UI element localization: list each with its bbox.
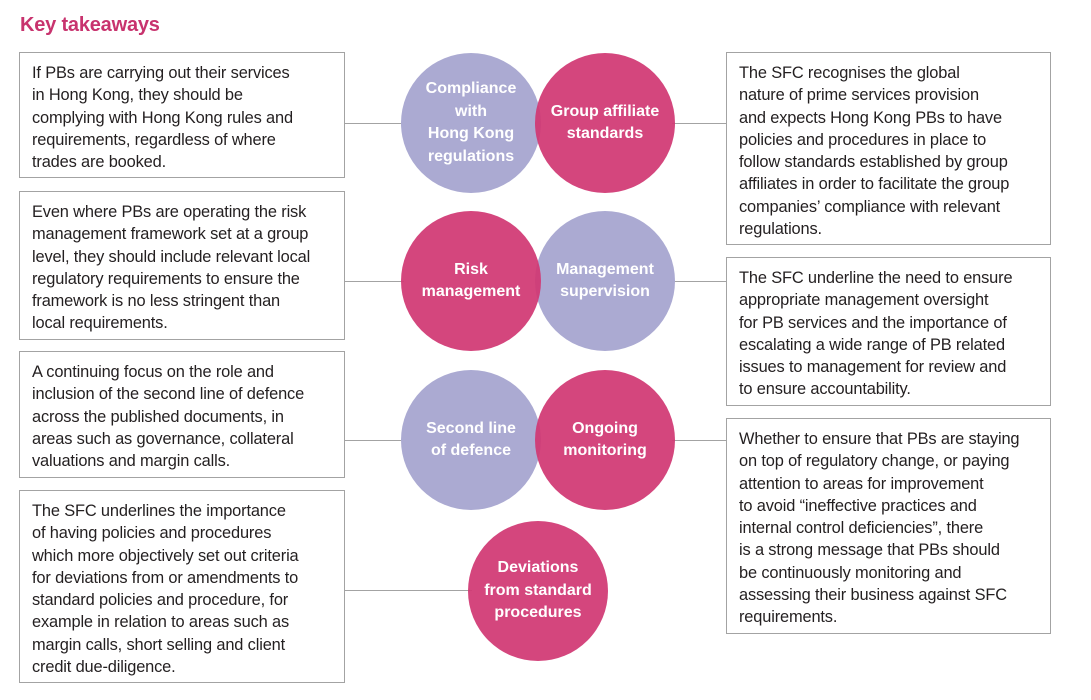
circle-label-line: Compliance bbox=[425, 80, 517, 97]
box-text-line: affiliates in order to facilitate the gr… bbox=[739, 175, 1010, 194]
page-title: Key takeaways bbox=[20, 14, 160, 36]
circle-deviations-standard-procedures: Deviations from standard procedures bbox=[468, 521, 608, 661]
box-text-line: to ensure accountability. bbox=[739, 380, 911, 399]
box-text-line: The SFC underline the need to ensure bbox=[739, 269, 1013, 287]
box-text-line: which more objectively set out criteria bbox=[32, 546, 299, 565]
box-text-line: framework is no less stringent than bbox=[32, 292, 281, 311]
circle-label-line: from standard bbox=[484, 581, 592, 599]
box-text-line: standard policies and procedure, for bbox=[32, 591, 289, 610]
box-text-line: local requirements. bbox=[32, 314, 168, 333]
box-text-line: If PBs are carrying out their services bbox=[32, 64, 290, 82]
circle-label-line: standards bbox=[566, 125, 644, 142]
box-text-line: credit due-diligence. bbox=[32, 658, 176, 677]
box-text-line: management framework set at a group bbox=[32, 225, 309, 244]
box-text-line: nature of prime services provision bbox=[739, 86, 979, 105]
box-text-line: companies’ compliance with relevant bbox=[739, 197, 1001, 216]
box-text-line: on top of regulatory change, or paying bbox=[739, 452, 1010, 471]
box-text-line: escalating a wide range of PB related bbox=[739, 335, 1005, 354]
circle-label-line: Ongoing bbox=[572, 419, 638, 437]
box-text-line: margin calls, short selling and client bbox=[32, 635, 286, 654]
circle-label-line: Hong Kong bbox=[427, 125, 515, 142]
takeaway-box-second-line-of-defence: A continuing focus on the role and inclu… bbox=[19, 351, 345, 478]
circle-label-line: with bbox=[455, 102, 487, 120]
circle-label-line: Risk bbox=[454, 260, 488, 278]
takeaway-box-hong-kong-compliance: If PBs are carrying out their services i… bbox=[19, 52, 345, 178]
box-text-line: The SFC underlines the importance bbox=[32, 502, 286, 520]
connector-line bbox=[672, 123, 727, 124]
box-text-line: The SFC recognises the global bbox=[739, 64, 960, 82]
box-text-line: across the published documents, in bbox=[32, 407, 284, 426]
box-text-line: in Hong Kong, they should be bbox=[32, 86, 243, 105]
box-text-line: valuations and margin calls. bbox=[32, 452, 231, 471]
box-text-line: appropriate management oversight bbox=[739, 291, 989, 310]
box-text-line: and expects Hong Kong PBs to have bbox=[739, 108, 1002, 127]
takeaway-box-group-affiliate: The SFC recognises the global nature of … bbox=[726, 52, 1051, 245]
circle-second-line-of-defence: Second line of defence bbox=[401, 370, 541, 510]
circle-label-line: of defence bbox=[430, 442, 511, 459]
connector-line bbox=[344, 281, 404, 282]
box-text-line: example in relation to areas such as bbox=[32, 613, 289, 632]
circle-label-line: monitoring bbox=[563, 442, 647, 459]
circle-label-line: regulations bbox=[427, 147, 515, 165]
box-text-line: Whether to ensure that PBs are staying bbox=[739, 430, 1020, 448]
box-text-line: complying with Hong Kong rules and bbox=[32, 108, 293, 127]
box-text-line: is a strong message that PBs should bbox=[739, 541, 1000, 560]
box-text-line: for PB services and the importance of bbox=[739, 313, 1007, 332]
box-text-line: inclusion of the second line of defence bbox=[32, 385, 305, 404]
connector-line bbox=[672, 281, 727, 282]
circle-label-line: Second line bbox=[426, 419, 516, 437]
connector-line bbox=[344, 440, 404, 441]
box-text-line: Even where PBs are operating the risk bbox=[32, 203, 307, 221]
circle-ongoing-monitoring: Ongoing monitoring bbox=[535, 370, 675, 510]
box-text-line: be continuously monitoring and bbox=[739, 563, 962, 582]
takeaway-box-deviations: The SFC underlines the importance of hav… bbox=[19, 490, 345, 683]
box-text-line: level, they should include relevant loca… bbox=[32, 247, 311, 266]
box-text-line: of having policies and procedures bbox=[32, 524, 272, 543]
box-text-line: requirements. bbox=[739, 608, 838, 627]
box-text-line: policies and procedures in place to bbox=[739, 130, 987, 149]
takeaway-box-management-supervision: The SFC underline the need to ensure app… bbox=[726, 257, 1051, 406]
box-text-line: assessing their business against SFC bbox=[739, 586, 1007, 605]
circle-risk-management: Risk management bbox=[401, 211, 541, 351]
box-text-line: areas such as governance, collateral bbox=[32, 429, 294, 448]
circle-compliance-hong-kong: Compliance with Hong Kong regulations bbox=[401, 53, 541, 193]
box-text-line: regulatory requirements to ensure the bbox=[32, 269, 300, 288]
connector-line bbox=[344, 123, 404, 124]
takeaway-box-ongoing-monitoring: Whether to ensure that PBs are staying o… bbox=[726, 418, 1051, 634]
box-text-line: issues to management for review and bbox=[739, 358, 1007, 377]
connector-line bbox=[672, 440, 727, 441]
box-text-line: internal control deficiencies”, there bbox=[739, 519, 984, 538]
box-text-line: follow standards established by group bbox=[739, 153, 1008, 172]
circle-label-line: Group affiliate bbox=[550, 102, 660, 120]
circle-label-line: supervision bbox=[560, 283, 650, 300]
circle-label-line: procedures bbox=[494, 604, 582, 622]
connector-line bbox=[344, 590, 472, 591]
box-text-line: requirements, regardless of where bbox=[32, 130, 276, 149]
box-text-line: A continuing focus on the role and bbox=[32, 363, 274, 381]
box-text-line: for deviations from or amendments to bbox=[32, 568, 299, 587]
circle-label-line: Deviations bbox=[497, 559, 579, 577]
box-text-line: to avoid “ineffective practices and bbox=[739, 496, 977, 515]
circle-group-affiliate-standards: Group affiliate standards bbox=[535, 53, 675, 193]
circle-label-line: management bbox=[421, 283, 521, 300]
box-text-line: attention to areas for improvement bbox=[739, 474, 984, 493]
circle-label-line: Management bbox=[556, 260, 654, 278]
box-text-line: trades are booked. bbox=[32, 153, 166, 172]
circle-management-supervision: Management supervision bbox=[535, 211, 675, 351]
takeaway-box-risk-management: Even where PBs are operating the risk ma… bbox=[19, 191, 345, 340]
box-text-line: regulations. bbox=[739, 220, 822, 239]
